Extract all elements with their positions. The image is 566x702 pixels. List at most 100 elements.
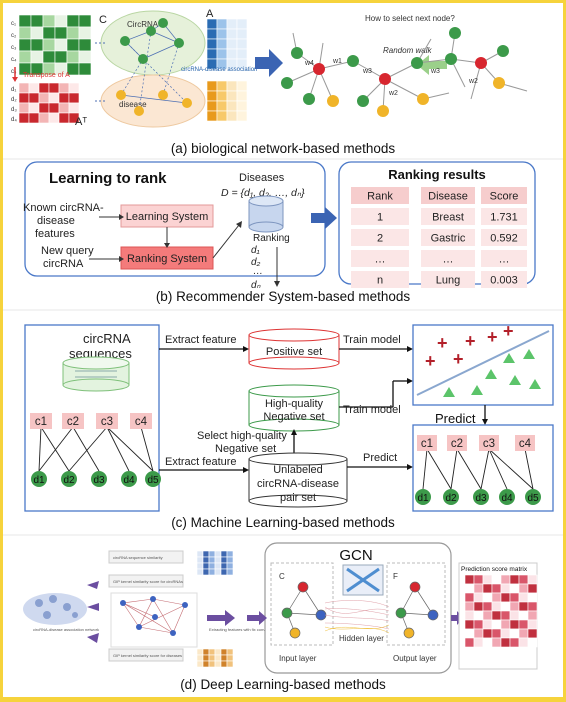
matrix-cell xyxy=(206,110,218,122)
matrix-cell xyxy=(54,50,68,64)
matrix-cell xyxy=(500,610,511,621)
disease-node xyxy=(415,489,431,505)
circrna-node xyxy=(96,413,118,429)
query-line1: New query xyxy=(41,245,94,257)
association-label: circRNA-disease association xyxy=(181,67,257,73)
random-walk-label: Random walk xyxy=(383,46,432,55)
matrix-cell xyxy=(464,610,475,621)
matrix-cell xyxy=(214,660,222,668)
matrix-cell xyxy=(18,82,30,94)
matrix-cell xyxy=(216,28,228,40)
table-cell-text: 1.731 xyxy=(490,212,518,224)
matrix-cell xyxy=(236,110,248,122)
gcn-hidden: Hidden layer xyxy=(324,564,390,643)
matrix-cell xyxy=(214,648,222,656)
matrix-cell xyxy=(464,628,475,639)
hidden-layer-label: Hidden layer xyxy=(339,634,384,643)
hq-negative-set: High-quality Negative set xyxy=(248,384,340,432)
matrix-cell xyxy=(58,82,70,94)
svg-text:+: + xyxy=(465,331,476,351)
matrix-cell xyxy=(527,583,538,594)
matrix-cell xyxy=(236,48,248,60)
matrix-cell xyxy=(473,592,484,603)
matrix-cell xyxy=(226,48,238,60)
matrix-at-label: Aᵀ xyxy=(75,116,87,128)
matrix-row-label: c₁ xyxy=(11,21,16,27)
bipartite-edge xyxy=(40,426,70,472)
table-cell xyxy=(351,271,409,288)
matrix-cell xyxy=(500,583,511,594)
question-label: How to select next node? xyxy=(365,14,455,23)
matrix-cell xyxy=(206,80,218,92)
bipartite-edge xyxy=(422,448,428,490)
circrna-node xyxy=(515,435,535,451)
matrix-cell xyxy=(208,556,216,564)
extract2-label: Extract feature xyxy=(165,456,237,468)
query-line2: circRNA xyxy=(43,258,84,270)
matrix-cell xyxy=(491,637,502,648)
matrix-cell xyxy=(220,660,228,668)
decision-boundary xyxy=(416,330,550,396)
diseases-set: D = {d₁, d₂, …, dₙ} xyxy=(221,187,305,199)
matrix-cell xyxy=(196,562,204,570)
learning-system-label: Learning System xyxy=(126,211,209,223)
matrix-cell xyxy=(509,592,520,603)
matrix-cell xyxy=(78,26,92,40)
matrix-cell xyxy=(208,568,216,576)
disease-node xyxy=(525,489,541,505)
matrix-cell xyxy=(464,592,475,603)
seq-db-icon xyxy=(62,356,130,392)
matrix-cell xyxy=(509,601,520,612)
matrix-cell xyxy=(220,556,228,564)
known-line2: disease xyxy=(37,215,75,227)
matrix-cell xyxy=(202,654,210,662)
matrix-cell xyxy=(464,637,475,648)
diseases-db-icon xyxy=(248,195,284,233)
matrix-cell xyxy=(214,568,222,576)
caption-b: (b) Recommender System-based methods xyxy=(156,289,411,304)
matrix-cell xyxy=(42,38,56,52)
circrna-node-label: c2 xyxy=(451,438,463,450)
hq2-label: Negative set xyxy=(263,411,324,423)
matrix-cell xyxy=(66,14,80,28)
circrna-node xyxy=(62,413,84,429)
matrix-cell xyxy=(208,654,216,662)
matrix-cell xyxy=(482,583,493,594)
select1-label: Select high-quality xyxy=(197,430,287,442)
matrix-cell xyxy=(482,619,493,630)
disease-node xyxy=(473,489,489,505)
matrix-cell xyxy=(491,628,502,639)
matrix-cell xyxy=(482,628,493,639)
table-cell xyxy=(351,208,409,225)
matrix-cell xyxy=(464,574,475,585)
svg-text:GIP kernel similarity score fo: GIP kernel similarity score for circRNAs xyxy=(113,579,183,584)
matrix-cell xyxy=(491,601,502,612)
walk-nodes xyxy=(281,27,509,117)
bipartite-edge xyxy=(450,448,458,490)
matrix-cell xyxy=(518,610,529,621)
svg-text:w2: w2 xyxy=(388,90,398,97)
disease-label: disease xyxy=(119,100,147,109)
matrix-cell xyxy=(226,556,234,564)
disease-node-label: d1 xyxy=(417,493,429,504)
svg-text:+: + xyxy=(425,351,436,371)
matrix-cell xyxy=(473,574,484,585)
matrix-cell xyxy=(208,562,216,570)
matrix-cell xyxy=(473,583,484,594)
matrix-cell xyxy=(196,556,204,564)
positive-label: Positive set xyxy=(266,346,322,358)
panel-b-arrow xyxy=(311,207,337,229)
circrna-node xyxy=(417,435,437,451)
matrix-cell xyxy=(28,112,40,124)
train1-label: Train model xyxy=(343,334,401,346)
matrix-cell xyxy=(518,637,529,648)
matrix-cell xyxy=(220,654,228,662)
walk-weights: w4 w1 w3 w2 w3 w2 xyxy=(304,58,478,97)
matrix-cell xyxy=(226,648,234,656)
matrix-cell xyxy=(491,574,502,585)
ltr-title: Learning to rank xyxy=(49,170,167,187)
svg-text:w3: w3 xyxy=(362,68,372,75)
c-letter: C xyxy=(279,572,285,581)
